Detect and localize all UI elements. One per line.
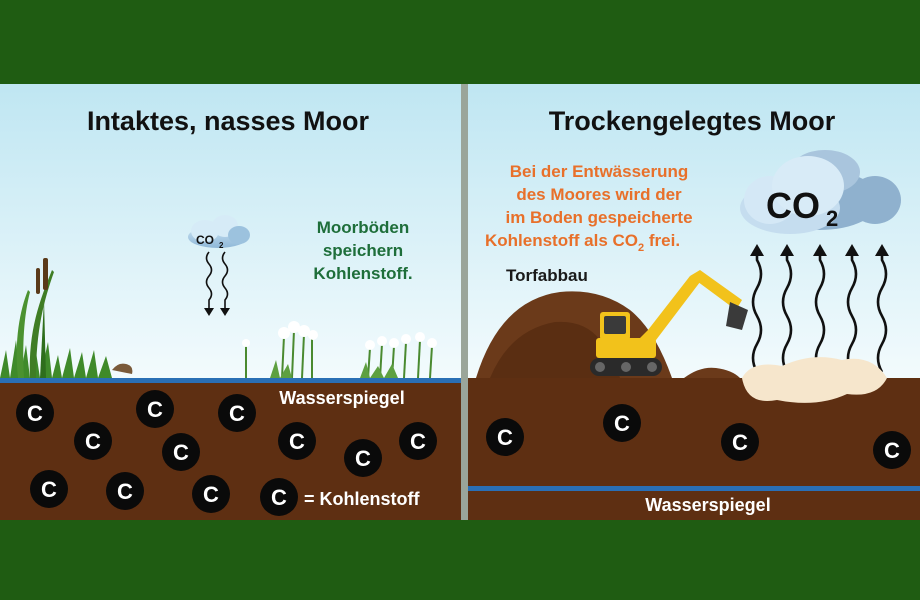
left-caption-line-2: speichern [323, 241, 403, 260]
right-caption-line-2: des Moores wird der [516, 185, 682, 204]
small-cloud-label: CO [196, 233, 214, 247]
carbon-circle: C [30, 470, 68, 508]
left-caption-line-3: Kohlenstoff. [313, 264, 412, 283]
panel-divider [461, 84, 468, 520]
svg-text:C: C [173, 440, 189, 465]
small-down-arrows-icon [204, 251, 230, 316]
small-cloud-subscript: 2 [219, 241, 224, 250]
carbon-circle: C [873, 431, 911, 469]
right-title: Trockengelegtes Moor [549, 106, 836, 136]
svg-text:C: C [203, 482, 219, 507]
right-caption-line-4: Kohlenstoff als CO2 frei. [485, 231, 680, 254]
cloud-subscript: 2 [826, 206, 838, 231]
svg-text:C: C [614, 411, 630, 436]
carbon-circle: C [218, 394, 256, 432]
right-panel: Trockengelegtes Moor Bei der Entwässerun… [468, 84, 920, 520]
svg-text:C: C [355, 446, 371, 471]
carbon-circle: C [192, 475, 230, 513]
right-caption-line-3: im Boden gespeicherte [505, 208, 692, 227]
svg-text:C: C [271, 485, 287, 510]
rising-co2-arrows-icon [750, 244, 889, 373]
right-carbon-circles: C C C C [486, 404, 911, 469]
carbon-circle: C [278, 422, 316, 460]
svg-text:C: C [410, 429, 426, 454]
left-water-level-label: Wasserspiegel [279, 388, 404, 408]
left-carbon-circles: C C C C C C C C C C C [16, 390, 437, 513]
legend-label: = Kohlenstoff [304, 489, 421, 509]
left-water-line [0, 378, 461, 383]
svg-text:C: C [41, 477, 57, 502]
carbon-circle: C [344, 439, 382, 477]
carbon-circle: C [721, 423, 759, 461]
carbon-circle: C [16, 394, 54, 432]
svg-text:C: C [884, 438, 900, 463]
carbon-circle: C [162, 433, 200, 471]
svg-text:C: C [229, 401, 245, 426]
legend-carbon-circle: C [260, 478, 298, 516]
carbon-circle: C [486, 418, 524, 456]
svg-text:C: C [147, 397, 163, 422]
carbon-circle: C [74, 422, 112, 460]
cloud-label: CO [766, 185, 820, 226]
cotton-grass-icon [242, 321, 437, 379]
small-co2-cloud-icon: CO 2 [188, 215, 250, 250]
reeds-and-grass-icon [0, 258, 133, 378]
co2-cloud-icon: CO 2 [740, 150, 901, 234]
peat-mound-shade [490, 321, 620, 378]
svg-text:C: C [117, 479, 133, 504]
carbon-circle: C [399, 422, 437, 460]
dirt-pile [684, 367, 740, 378]
right-water-level-label: Wasserspiegel [645, 495, 770, 515]
svg-text:C: C [289, 429, 305, 454]
svg-text:C: C [497, 425, 513, 450]
excavator-icon [590, 270, 748, 376]
svg-text:C: C [27, 401, 43, 426]
right-soil [468, 378, 920, 520]
left-title: Intaktes, nasses Moor [87, 106, 370, 136]
carbon-circle: C [603, 404, 641, 442]
right-water-line [468, 486, 920, 491]
peat-extraction-label: Torfabbau [506, 266, 588, 285]
dry-soil-patch [742, 357, 887, 403]
carbon-circle: C [136, 390, 174, 428]
svg-text:C: C [732, 430, 748, 455]
svg-text:C: C [85, 429, 101, 454]
right-caption-line-1: Bei der Entwässerung [510, 162, 689, 181]
left-panel: Intaktes, nasses Moor Moorböden speicher… [0, 84, 461, 520]
carbon-circle: C [106, 472, 144, 510]
left-caption-line-1: Moorböden [317, 218, 410, 237]
